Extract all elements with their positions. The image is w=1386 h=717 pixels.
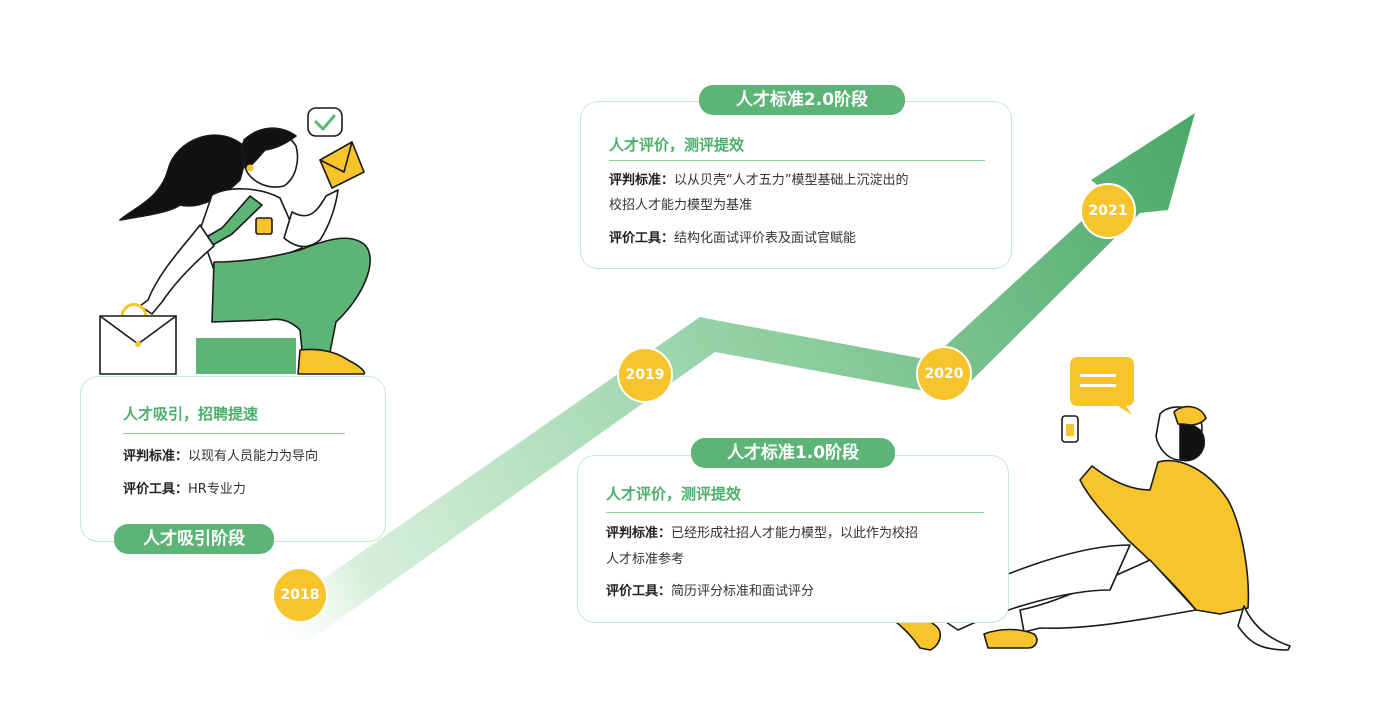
woman-illustration: [99, 107, 371, 375]
tools-line: 评价工具：简历评分标准和面试评分: [606, 579, 814, 605]
tools-text: 结构化面试评价表及面试官赋能: [674, 231, 857, 246]
divider: [123, 433, 345, 434]
checkmark-bubble-icon: [307, 107, 343, 137]
criteria-label: 评判标准：: [606, 526, 672, 541]
stage-title-attract: 人才吸引阶段: [114, 524, 274, 554]
criteria-line: 评判标准：以从贝壳“人才五力”模型基础上沉淀出的: [609, 168, 909, 194]
tools-label: 评价工具：: [606, 584, 672, 599]
divider: [609, 160, 985, 161]
stage-subtitle: 人才吸引，招聘提速: [123, 405, 259, 423]
criteria-text: 以从贝壳“人才五力”模型基础上沉淀出的: [674, 173, 909, 188]
stage-card-v2: 人才评价，测评提效 评判标准：以从贝壳“人才五力”模型基础上沉淀出的 校招人才能…: [580, 101, 1012, 269]
year-marker-2018: 2018: [272, 567, 328, 623]
stage-subtitle: 人才评价，测评提效: [609, 136, 745, 154]
stage-subtitle: 人才评价，测评提效: [606, 485, 742, 503]
stage-card-attract: 人才吸引，招聘提速 评判标准：以现有人员能力为导向 评价工具：HR专业力: [80, 376, 386, 542]
year-marker-2021: 2021: [1080, 183, 1136, 239]
divider: [606, 512, 984, 513]
tools-line: 评价工具：结构化面试评价表及面试官赋能: [609, 226, 856, 252]
tools-label: 评价工具：: [123, 482, 189, 497]
stage-title-v1: 人才标准1.0阶段: [691, 438, 895, 468]
criteria-text: 以现有人员能力为导向: [188, 449, 319, 464]
criteria-label: 评判标准：: [123, 449, 189, 464]
criteria-label: 评判标准：: [609, 173, 675, 188]
criteria-line: 评判标准：以现有人员能力为导向: [123, 444, 318, 470]
year-marker-2020: 2020: [916, 346, 972, 402]
criteria-line-2: 校招人才能力模型为基准: [609, 198, 753, 213]
year-marker-2019: 2019: [617, 347, 673, 403]
tools-line: 评价工具：HR专业力: [123, 477, 246, 503]
criteria-text: 已经形成社招人才能力模型，以此作为校招: [671, 526, 919, 541]
criteria-line-2: 人才标准参考: [606, 552, 685, 567]
tools-text: HR专业力: [188, 482, 246, 497]
tools-label: 评价工具：: [609, 231, 675, 246]
growth-arrow: [235, 113, 1195, 640]
criteria-line: 评判标准：已经形成社招人才能力模型，以此作为校招: [606, 521, 918, 547]
stage-title-v2: 人才标准2.0阶段: [699, 85, 905, 115]
tools-text: 简历评分标准和面试评分: [671, 584, 815, 599]
stage-card-v1: 人才评价，测评提效 评判标准：已经形成社招人才能力模型，以此作为校招 人才标准参…: [577, 455, 1009, 623]
